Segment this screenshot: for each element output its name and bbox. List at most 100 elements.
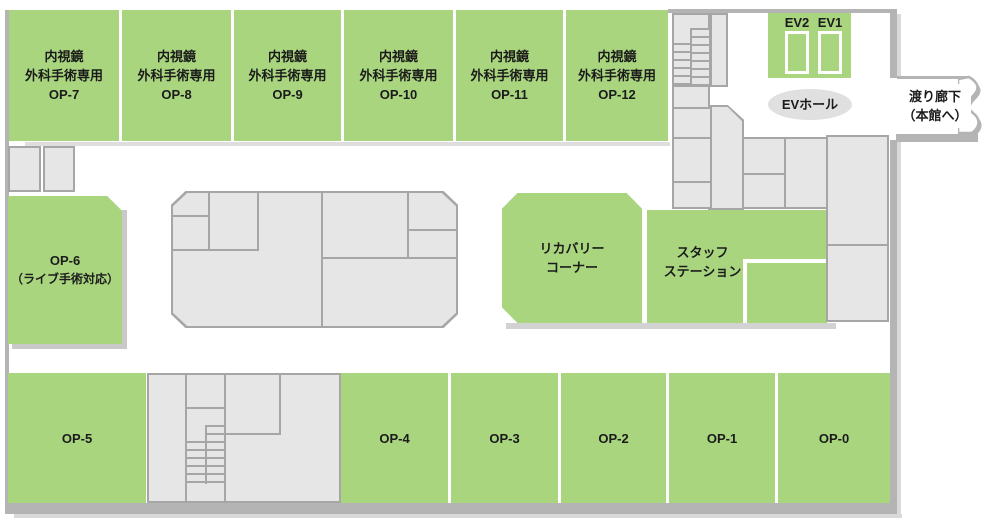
room-label: 内視鏡 <box>489 49 529 64</box>
stairs-divider <box>690 28 692 84</box>
central-block <box>173 193 456 326</box>
room-label: 内視鏡 <box>378 49 418 64</box>
room-label: OP-6 <box>49 253 81 268</box>
partition <box>224 373 226 503</box>
partition <box>224 433 281 435</box>
walkway-label: 渡り廊下 （本館へ） <box>899 84 971 128</box>
room-op-1: OP-1 <box>669 373 775 503</box>
room-op-7: 内視鏡 外科手術専用 OP-7 <box>9 10 119 141</box>
wall-bottom <box>5 503 897 514</box>
shadow-top-row <box>25 142 670 146</box>
room-label: 外科手術専用 <box>359 68 438 83</box>
room-label: OP-1 <box>706 430 738 446</box>
room-label: OP-10 <box>379 87 418 102</box>
shaft-strip <box>710 13 728 87</box>
wall-top-right <box>668 9 892 13</box>
staff-partition-h <box>743 259 827 263</box>
op6-shadow-bottom <box>12 344 125 349</box>
partition <box>279 373 281 435</box>
room-label: OP-3 <box>489 430 520 446</box>
room-label: 外科手術専用 <box>248 68 327 83</box>
room-op-10: 内視鏡 外科手術専用 OP-10 <box>344 10 453 141</box>
room-label: 外科手術専用 <box>137 68 216 83</box>
shadow-bottom <box>14 514 902 518</box>
room-label: OP-8 <box>161 87 192 102</box>
room-label: コーナー <box>545 260 598 275</box>
room-label: OP-9 <box>272 87 303 102</box>
room-label: 内視鏡 <box>156 49 196 64</box>
gray-room <box>742 173 786 209</box>
gray-room <box>742 137 786 175</box>
room-op-12: 内視鏡 外科手術専用 OP-12 <box>566 10 668 141</box>
room-op-11: 内視鏡 外科手術専用 OP-11 <box>456 10 563 141</box>
room-label: 内視鏡 <box>267 49 307 64</box>
stairs-upper-left <box>674 43 690 84</box>
room-label: 渡り廊下 <box>908 89 961 104</box>
stair-landing <box>672 85 710 109</box>
stairs-lower-right <box>207 425 224 484</box>
staff-station-label: スタッフ ステーション <box>645 232 760 292</box>
gray-room <box>826 244 889 322</box>
room-label: OP-2 <box>598 430 629 446</box>
stairs-divider <box>205 425 207 484</box>
room-label: OP-7 <box>48 87 80 102</box>
partition <box>321 193 323 326</box>
partition <box>173 249 259 251</box>
ev-hall: EVホール <box>768 89 852 120</box>
room-label: OP-5 <box>61 430 93 446</box>
room-recovery-corner: リカバリー コーナー <box>502 193 642 323</box>
walkway-shadow <box>896 134 978 142</box>
op6-shadow-right <box>122 210 127 349</box>
wall-right-upper <box>890 9 897 78</box>
gray-room <box>672 137 712 183</box>
wall-right-lower <box>890 140 897 514</box>
wall-left <box>5 10 9 514</box>
gray-room <box>672 107 712 139</box>
room-label: 外科手術専用 <box>577 68 656 83</box>
room-label: OP-4 <box>379 430 410 446</box>
room-op-9: 内視鏡 外科手術専用 OP-9 <box>234 10 341 141</box>
partition <box>257 193 259 251</box>
partition <box>208 193 210 251</box>
elevator-block <box>768 13 851 78</box>
room-label: OP-12 <box>598 87 636 102</box>
partition <box>185 407 226 409</box>
gray-room <box>672 181 712 209</box>
room-label: リカバリー <box>539 241 605 256</box>
room-op-5: OP-5 <box>8 373 146 503</box>
room-label: 内視鏡 <box>44 49 84 64</box>
partition <box>407 229 456 231</box>
shadow-right-2 <box>897 142 901 514</box>
bevel-cell <box>710 107 742 208</box>
walkway-top-edge <box>897 76 969 79</box>
room-label: （ライブ手術対応） <box>10 272 119 286</box>
partition <box>185 373 187 503</box>
room-op-4: OP-4 <box>341 373 448 503</box>
gray-room <box>784 137 828 209</box>
ev-hall-label: EVホール <box>781 97 839 112</box>
recovery-staff-shadow <box>506 323 836 329</box>
shadow-right <box>897 14 901 78</box>
room-op-3: OP-3 <box>451 373 558 503</box>
elevator-car-ev1 <box>818 31 842 74</box>
room-label: （本館へ） <box>902 108 968 123</box>
stairs-lower-left <box>187 441 205 484</box>
room-label: 外科手術専用 <box>470 68 549 83</box>
room-label: スタッフ <box>676 245 729 260</box>
room-label: 外科手術専用 <box>24 68 103 83</box>
partition <box>407 193 409 259</box>
staff-partition-v <box>743 259 747 323</box>
room-label: 内視鏡 <box>597 49 637 64</box>
stairs-upper-right <box>691 28 709 84</box>
room-op-2: OP-2 <box>561 373 666 503</box>
room-label: ステーション <box>663 264 742 279</box>
ev2-label: EV2 <box>784 15 810 30</box>
room-op-0: OP-0 <box>778 373 890 503</box>
room-op-8: 内視鏡 外科手術専用 OP-8 <box>122 10 231 141</box>
utility-cell <box>8 146 41 192</box>
gray-room <box>826 135 889 246</box>
partition <box>321 257 456 259</box>
utility-cell <box>43 146 75 192</box>
elevator-car-ev2 <box>785 31 809 74</box>
